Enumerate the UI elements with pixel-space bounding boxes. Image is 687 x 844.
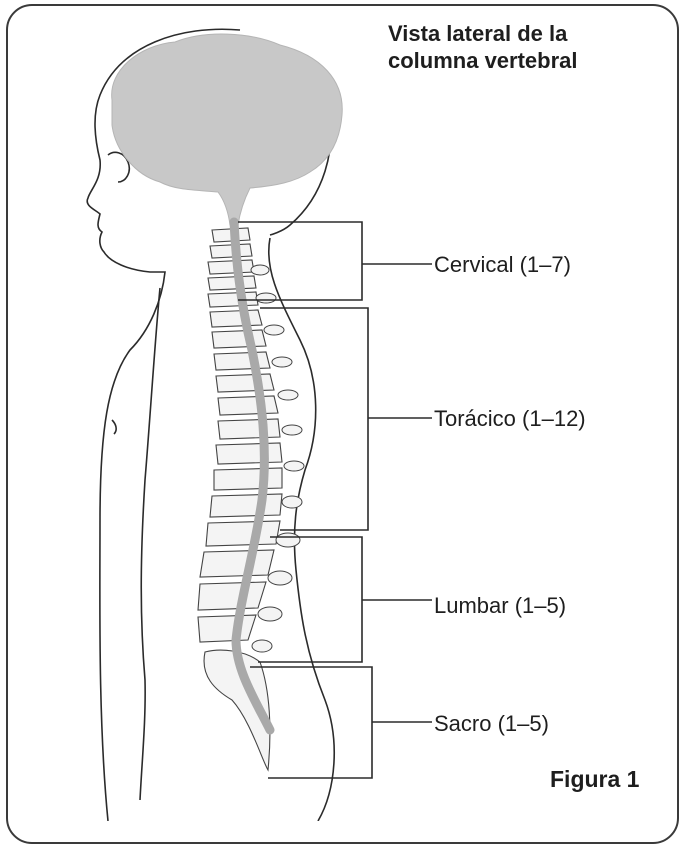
figure-label: Figura 1 [550, 766, 639, 793]
label-cervical: Cervical (1–7) [434, 252, 571, 278]
bracket-sacro [250, 667, 432, 778]
bracket-lumbar [258, 537, 432, 662]
title-line-2: columna vertebral [388, 47, 668, 74]
brain-shape [112, 34, 343, 225]
label-lumbar: Lumbar (1–5) [434, 593, 566, 619]
bracket-toracico [260, 308, 432, 530]
label-sacro: Sacro (1–5) [434, 711, 549, 737]
title-line-1: Vista lateral de la [388, 20, 668, 47]
bracket-cervical [238, 222, 432, 300]
diagram-title: Vista lateral de la columna vertebral [388, 20, 668, 74]
label-toracico: Torácico (1–12) [434, 406, 586, 432]
